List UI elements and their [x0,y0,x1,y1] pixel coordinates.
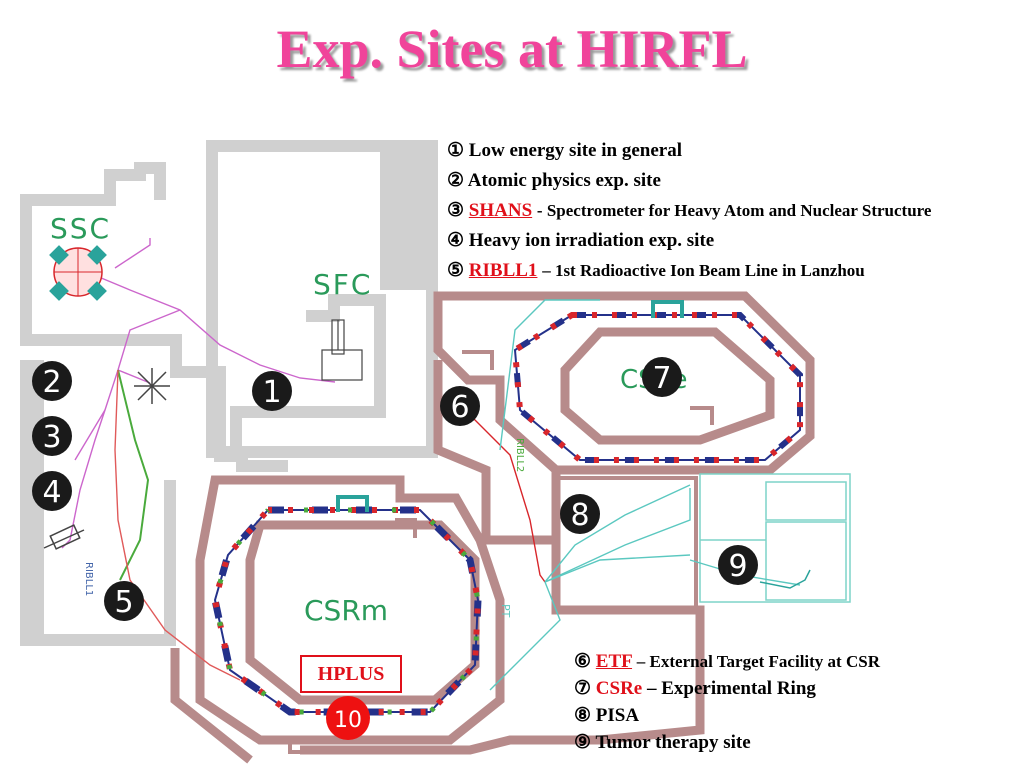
legend-top: ① Low energy site in general ② Atomic ph… [447,136,931,286]
ssc-label: SSC [50,212,111,245]
ribll2-label: RIBLL2 [514,438,525,472]
svg-text:4: 4 [42,475,61,510]
csrm-label: CSRm [304,594,388,627]
marker-1: 1 [252,371,292,411]
legend-bottom: ⑥ ETF – External Target Facility at CSR … [574,648,880,756]
svg-text:10: 10 [334,708,362,733]
pt-label: PT [499,604,512,618]
legend-item-6: ⑥ ETF – External Target Facility at CSR [574,651,880,672]
svg-text:9: 9 [728,549,747,584]
marker-7: 7 [642,357,682,397]
marker-8: 8 [560,494,600,534]
legend-item-1: ① Low energy site in general [447,140,682,161]
hplus-label: HPLUS [300,655,402,693]
marker-4: 4 [32,471,72,511]
marker-9: 9 [718,545,758,585]
svg-text:5: 5 [114,585,133,620]
legend-item-4: ④ Heavy ion irradiation exp. site [447,230,715,251]
svg-text:7: 7 [652,361,671,396]
svg-text:3: 3 [42,420,61,455]
legend-item-8: ⑧ PISA [574,705,640,726]
target-chamber-icon [134,368,170,404]
csre-ring [511,312,803,463]
marker-3: 3 [32,416,72,456]
legend-item-3: ③ SHANS - Spectrometer for Heavy Atom an… [447,200,932,221]
marker-10: 10 [326,696,370,740]
csrm-ring [211,506,482,716]
svg-text:2: 2 [42,365,61,400]
svg-text:1: 1 [262,375,281,410]
sfc-cyclotron-icon [321,319,363,381]
ssc-sfc-building [20,140,438,646]
marker-5: 5 [104,581,144,621]
svg-text:6: 6 [450,390,469,425]
shans-device-icon [43,524,85,550]
legend-item-7: ⑦ CSRe – Experimental Ring [574,678,816,699]
electron-cooler-icons [336,300,684,512]
sfc-label: SFC [313,268,372,301]
page-title: Exp. Sites at HIRFL [276,19,748,79]
legend-item-2: ② Atomic physics exp. site [447,170,661,191]
beamlines [61,238,801,691]
legend-item-9: ⑨ Tumor therapy site [574,732,751,753]
therapy-device-icon [759,569,811,589]
tumor-therapy-hall [699,473,851,603]
marker-2: 2 [32,361,72,401]
csr-building-details [288,350,714,754]
marker-6: 6 [440,386,480,426]
ssc-cyclotron-icon [49,245,107,301]
ribll1-label: RIBLL1 [83,562,94,596]
svg-text:8: 8 [570,498,589,533]
legend-item-5: ⑤ RIBLL1 – 1st Radioactive Ion Beam Line… [447,260,865,281]
